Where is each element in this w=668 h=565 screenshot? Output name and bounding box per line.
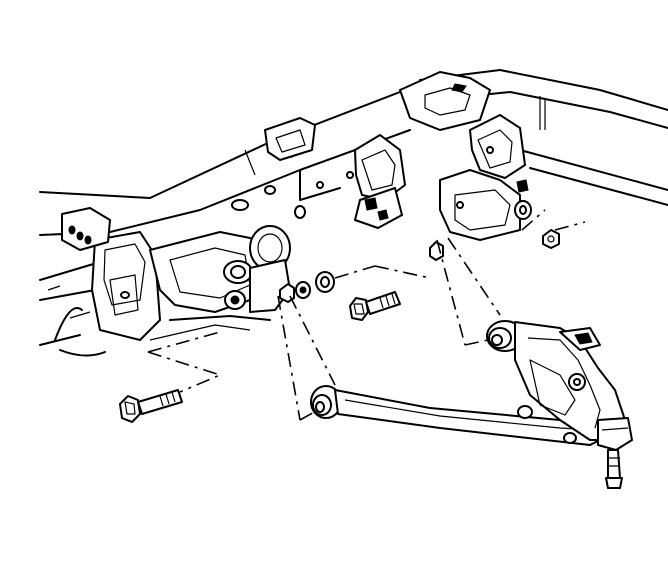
frame-rail: [39, 69, 668, 241]
front-mounting-bolt: [119, 389, 183, 423]
rear-mounting-bolt: [349, 291, 401, 321]
front-crossmember: [39, 207, 291, 357]
alignment-lines: [147, 209, 586, 421]
washer: [295, 200, 532, 299]
lower-control-arm: [310, 320, 626, 446]
ball-joint: [597, 417, 633, 489]
